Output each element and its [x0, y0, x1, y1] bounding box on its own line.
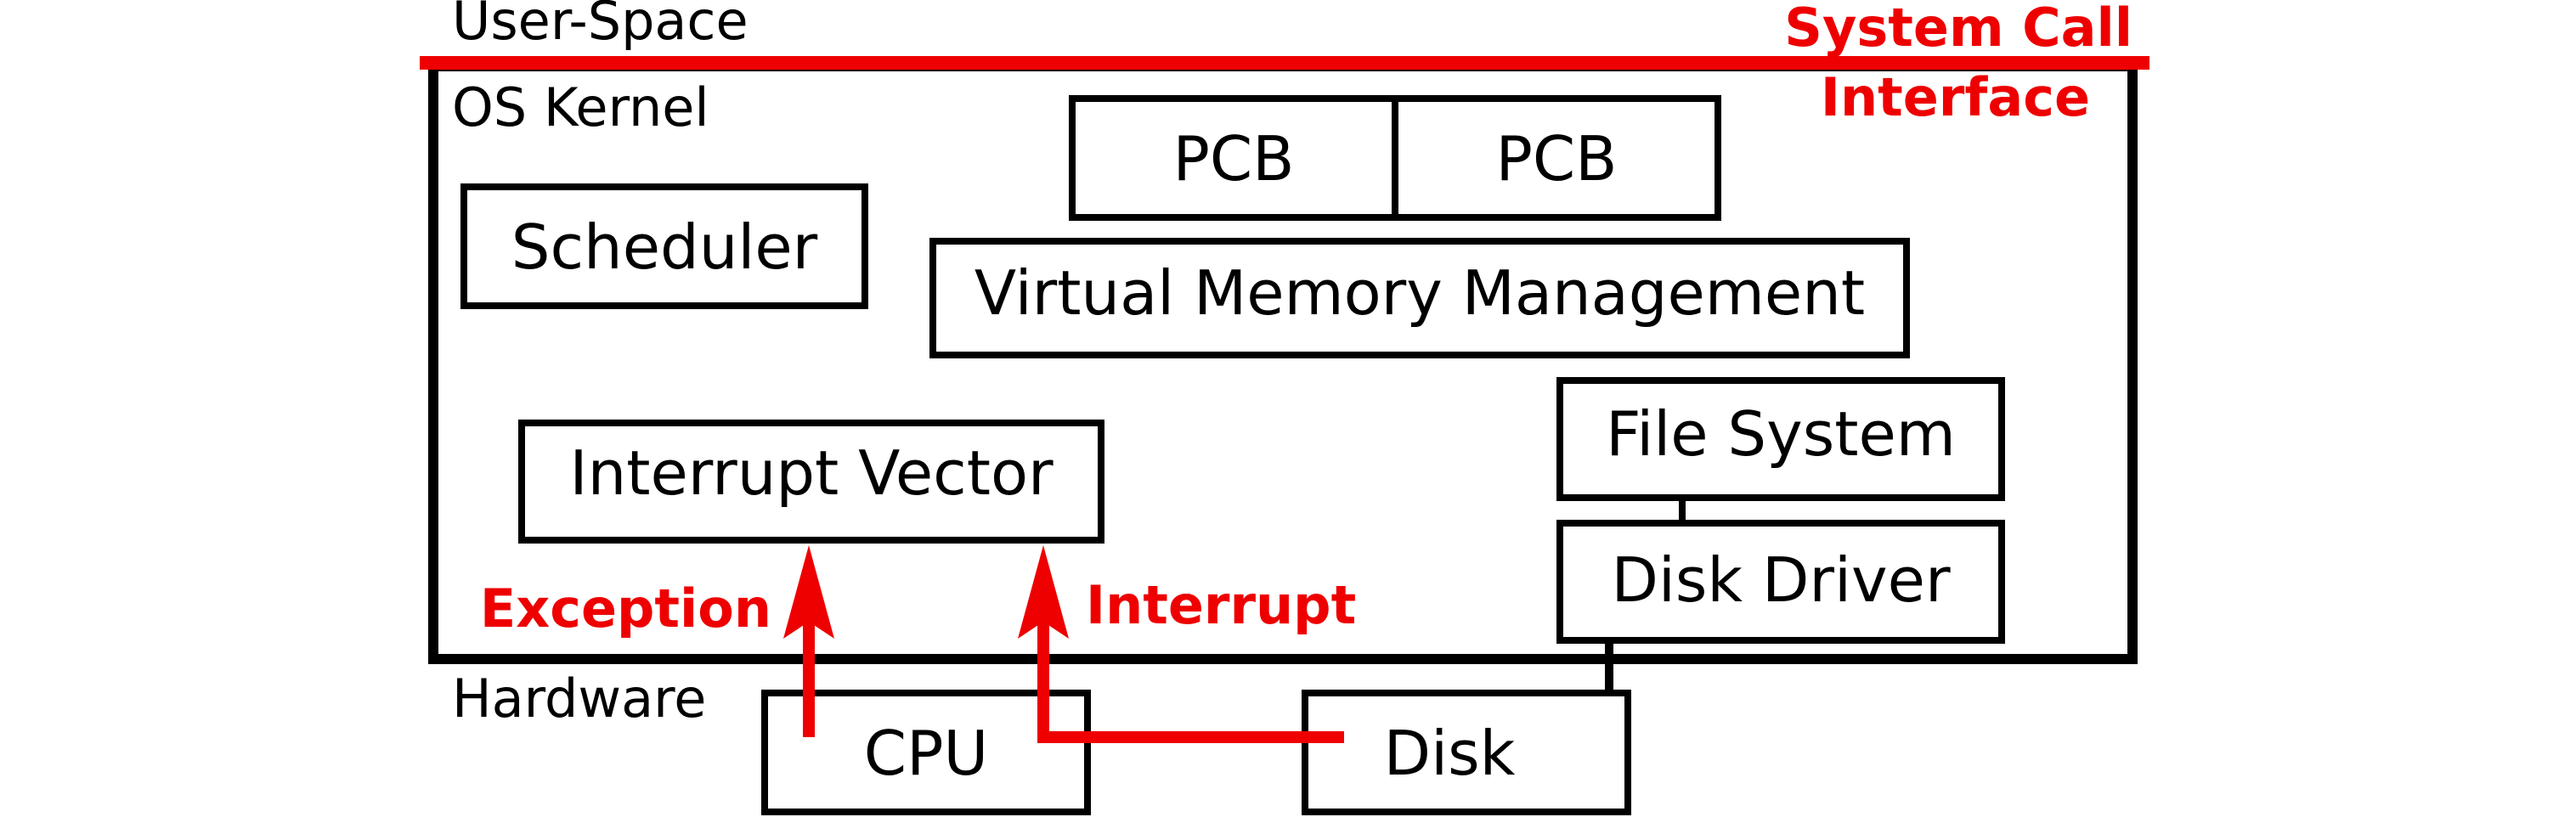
interrupt-vector-box [518, 420, 1104, 544]
file-system-box [1556, 377, 2005, 501]
interrupt-arrowhead [1018, 545, 1069, 639]
interrupt-label: Interrupt [1086, 574, 1356, 636]
pcb-box-1 [1069, 95, 1398, 221]
disk-box [1302, 690, 1631, 815]
disk-label: Disk [1384, 718, 1516, 789]
user-space-label: User-Space [452, 0, 749, 52]
system-call-label-line2: Interface [1821, 66, 2090, 128]
system-call-label-line1: System Call [1784, 0, 2133, 59]
scheduler-label: Scheduler [511, 211, 818, 283]
interrupt-arrow-shaft [1037, 620, 1344, 743]
disk-driver-box [1556, 520, 2005, 644]
file-system-label: File System [1606, 398, 1956, 470]
pcb-box-2 [1392, 95, 1721, 221]
exception-arrowhead [783, 545, 834, 639]
pcb-label-1: PCB [1172, 123, 1294, 194]
scheduler-box [460, 183, 868, 309]
cpu-label: CPU [864, 718, 988, 789]
disk-driver-label: Disk Driver [1611, 544, 1950, 616]
virtual-memory-label: Virtual Memory Management [974, 257, 1865, 329]
virtual-memory-box [929, 238, 1910, 358]
exception-label: Exception [480, 578, 771, 640]
interrupt-vector-label: Interrupt Vector [569, 437, 1054, 509]
pcb-label-2: PCB [1495, 123, 1617, 194]
cpu-box [761, 690, 1091, 815]
os-kernel-label: OS Kernel [452, 76, 709, 138]
hardware-label: Hardware [452, 668, 706, 730]
